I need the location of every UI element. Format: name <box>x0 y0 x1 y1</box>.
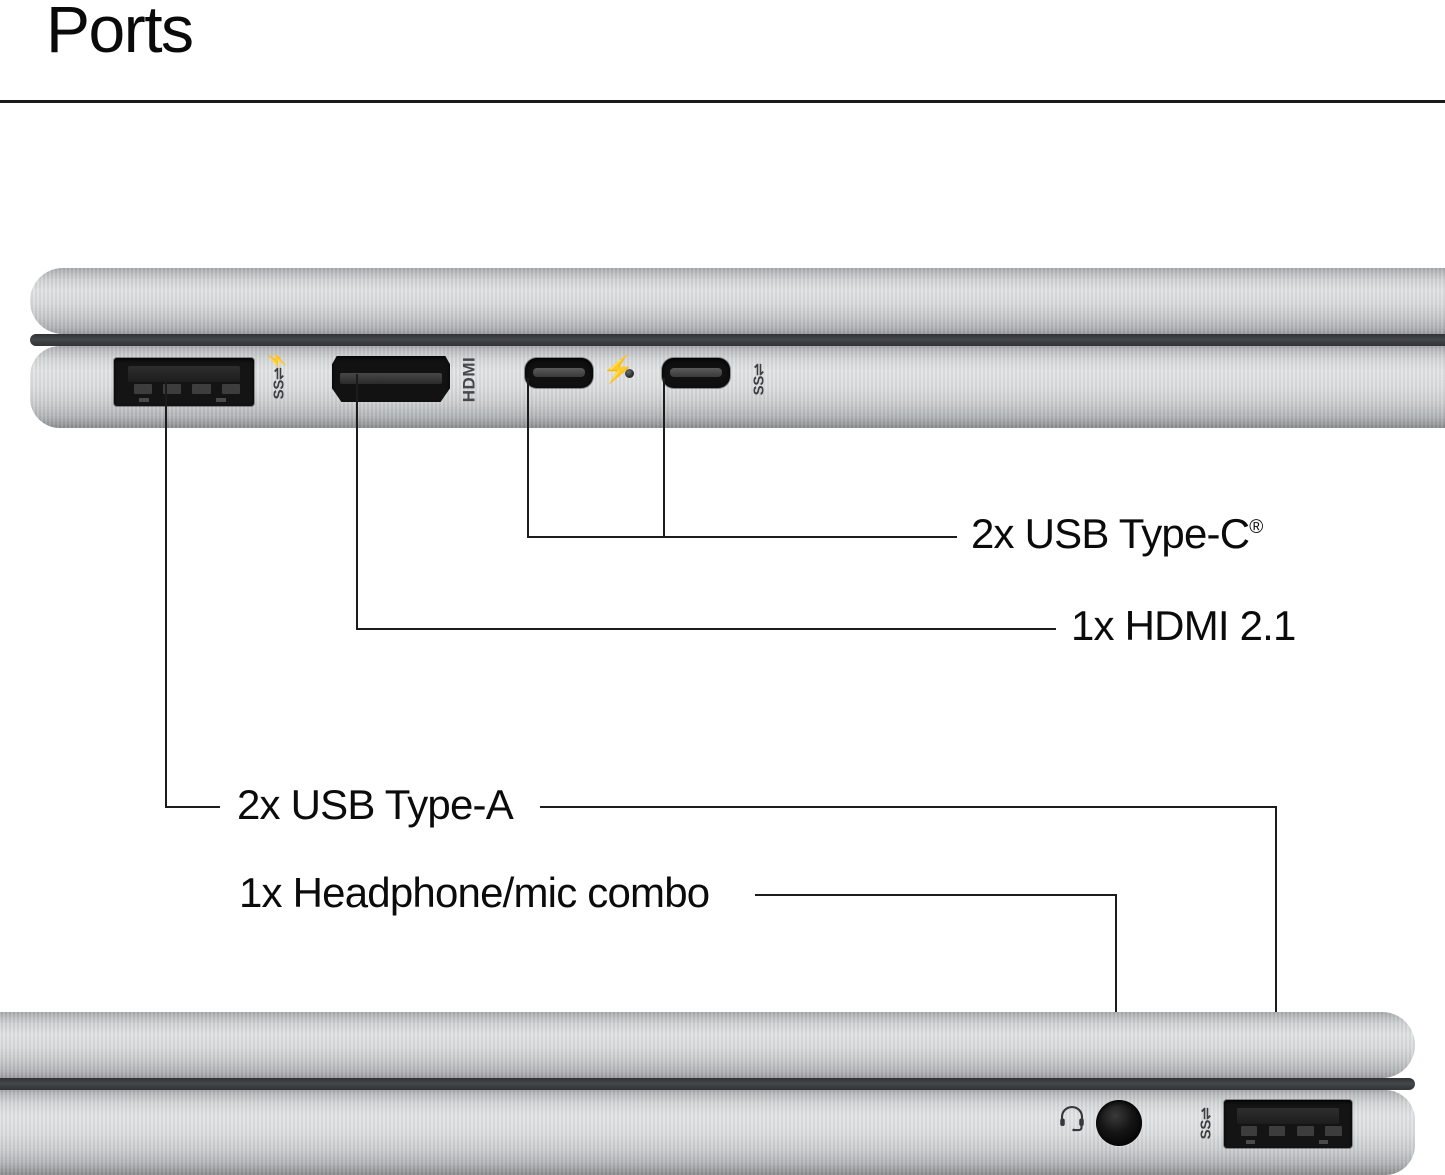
leader-line-usb-a <box>540 806 1277 808</box>
laptop-right-side-view: SS⇌ <box>0 1012 1415 1175</box>
charging-led-indicator <box>625 369 634 378</box>
usb-a-contact <box>1296 1125 1314 1137</box>
registered-trademark-icon: ® <box>1249 517 1264 538</box>
usb-a-tongue <box>128 366 240 383</box>
metal-texture <box>0 1012 1415 1078</box>
callout-usb-c: 2x USB Type-C® <box>971 513 1263 555</box>
usb-a-tongue <box>1236 1108 1340 1125</box>
leader-line-hdmi <box>356 374 358 630</box>
laptop-left-side-view: SS⇌ ⚡ HDMI ⚡ SS⇌ <box>30 268 1445 428</box>
callout-usb-a-label: 2x USB Type-A <box>237 781 514 828</box>
hdmi-label-icon: HDMI <box>459 356 479 403</box>
leader-line-usb-a <box>165 380 167 808</box>
metal-texture <box>30 268 1445 334</box>
headset-icon <box>1057 1102 1087 1137</box>
usb-a-contact <box>192 383 211 395</box>
usb-c-port <box>525 358 593 388</box>
callout-headphone-label: 1x Headphone/mic combo <box>239 869 710 916</box>
usb-a-contact <box>163 383 182 395</box>
usb-a-nub <box>1245 1139 1255 1145</box>
usb-c-port <box>662 358 730 388</box>
hdmi-port <box>332 356 450 402</box>
callout-headphone: 1x Headphone/mic combo <box>239 869 710 916</box>
usb-a-contact <box>133 383 152 395</box>
header-divider <box>0 100 1445 103</box>
usb-a-nub <box>1318 1139 1328 1145</box>
laptop-lid-edge <box>30 268 1445 334</box>
usb-a-contact <box>221 383 240 395</box>
usb-a-port <box>1224 1100 1352 1148</box>
leader-line-usb-c <box>663 378 665 538</box>
leader-line-hdmi <box>356 628 1056 630</box>
leader-line-usb-c <box>527 536 957 538</box>
callout-hdmi: 1x HDMI 2.1 <box>1071 605 1296 647</box>
laptop-lid-edge <box>0 1012 1415 1078</box>
superspeed-usb-icon: SS⇌ <box>1197 1107 1215 1140</box>
usb-c-tongue <box>533 368 585 377</box>
leader-line-usb-a <box>1275 806 1277 1096</box>
hdmi-slot <box>340 372 442 384</box>
page-title: Ports <box>46 0 194 66</box>
headphone-mic-jack <box>1096 1100 1142 1146</box>
lid-base-gap <box>0 1078 1415 1090</box>
usb-c-tongue <box>670 368 722 377</box>
callout-usb-c-label: 2x USB Type-C <box>971 510 1250 557</box>
callout-hdmi-label: 1x HDMI 2.1 <box>1071 602 1296 649</box>
usb-a-port <box>114 358 254 406</box>
lid-base-gap <box>30 334 1445 346</box>
leader-line-usb-c <box>527 378 529 538</box>
usb-a-nub <box>139 397 149 403</box>
callout-usb-a: 2x USB Type-A <box>237 781 514 828</box>
usb-a-contact <box>1240 1125 1258 1137</box>
usb-a-nub <box>216 397 226 403</box>
leader-line-usb-a <box>165 806 220 808</box>
usb-a-contact <box>1325 1125 1342 1137</box>
superspeed-usb-icon: SS⇌ <box>750 363 768 396</box>
usb-a-contact <box>1268 1125 1286 1137</box>
leader-line-headphone <box>755 894 1117 896</box>
leader-line-headphone <box>1115 894 1117 1109</box>
charging-bolt-icon: ⚡ <box>269 350 286 370</box>
